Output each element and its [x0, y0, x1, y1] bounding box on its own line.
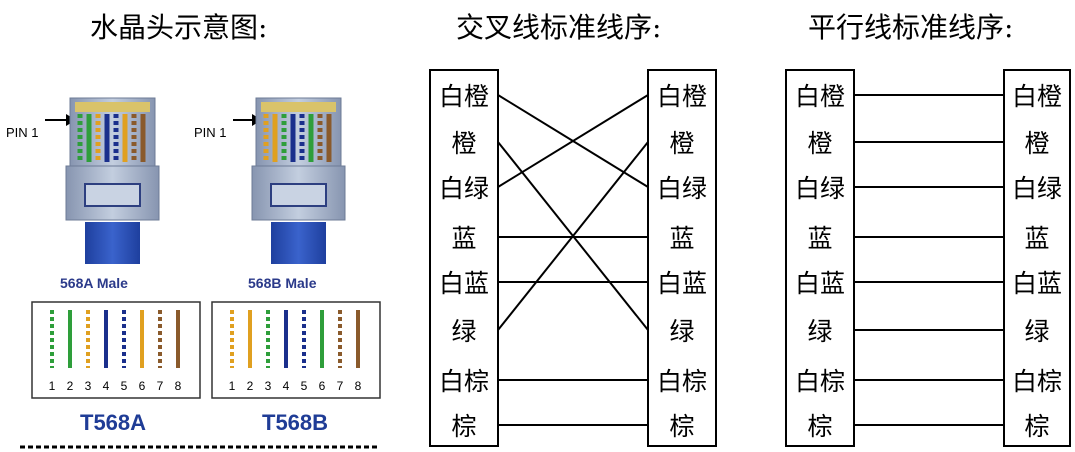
straight-right-wire-label: 白橙 — [1012, 82, 1062, 111]
crossover-title: 交叉线标准线序: — [456, 11, 662, 44]
pin-number-b: 6 — [319, 379, 326, 393]
pin-number-b: 5 — [301, 379, 308, 393]
pinout-wires-a — [50, 310, 180, 368]
pin-number-a: 4 — [103, 379, 110, 393]
pin-number-b: 7 — [337, 379, 344, 393]
plug-boot-a — [85, 222, 140, 264]
pin-number-a: 1 — [49, 379, 56, 393]
crossover-left-wire-label: 白绿 — [439, 174, 489, 203]
crossover-right-box — [647, 69, 717, 447]
straight-wires — [854, 94, 1004, 426]
plug-boot-b — [271, 222, 326, 264]
straight-right-wire-label: 白蓝 — [1012, 269, 1062, 298]
crossover-right-wire-label: 白绿 — [657, 174, 707, 203]
pinout-box-b — [211, 301, 381, 399]
plug-latch-b — [270, 183, 327, 207]
crossover-wires — [497, 94, 649, 426]
standard-label-a: T568A — [80, 410, 146, 435]
crossover-left-box — [429, 69, 499, 447]
plug-wires-b — [263, 114, 332, 162]
straight-left-wire-label: 白绿 — [795, 174, 845, 203]
crossover-right-wire-label: 绿 — [669, 317, 694, 346]
crossover-left-wire-label: 白棕 — [439, 367, 489, 396]
crossover-right-wire-label: 白蓝 — [657, 269, 707, 298]
straight-left-wire-label: 棕 — [807, 412, 832, 441]
pin-number-a: 7 — [157, 379, 164, 393]
pin-number-a: 5 — [121, 379, 128, 393]
crossover-left-wire-label: 橙 — [451, 129, 476, 158]
straight-right-wire-label: 蓝 — [1024, 224, 1049, 253]
pin-number-b: 4 — [283, 379, 290, 393]
straight-left-wire-label: 白蓝 — [795, 269, 845, 298]
pin-number-a: 8 — [175, 379, 182, 393]
crossover-left-wire-label: 蓝 — [451, 224, 476, 253]
pin1-label-a: PIN 1 — [6, 125, 39, 140]
male-label-b: 568B Male — [248, 275, 317, 291]
crossover-right-wire-label: 白棕 — [657, 367, 707, 396]
crossover-right-wire-label: 橙 — [669, 129, 694, 158]
pin-number-a: 2 — [67, 379, 74, 393]
crossover-wire — [497, 94, 649, 188]
crossover-right-wire-label: 棕 — [669, 412, 694, 441]
crossover-left-wire-label: 棕 — [451, 412, 476, 441]
pin-number-b: 1 — [229, 379, 236, 393]
plug-wires-a — [77, 114, 146, 162]
connector-title: 水晶头示意图: — [90, 11, 268, 44]
pin-number-a: 3 — [85, 379, 92, 393]
straight-left-box — [785, 69, 855, 447]
pin-number-b: 2 — [247, 379, 254, 393]
pin-number-a: 6 — [139, 379, 146, 393]
male-label-a: 568A Male — [60, 275, 128, 291]
straight-left-wire-label: 绿 — [807, 317, 832, 346]
straight-right-box — [1003, 69, 1071, 447]
contacts-a — [75, 102, 150, 112]
pin1-label-b: PIN 1 — [194, 125, 227, 140]
straight-right-wire-label: 白绿 — [1012, 174, 1062, 203]
straight-right-wire-label: 橙 — [1024, 129, 1049, 158]
standard-label-b: T568B — [262, 410, 328, 435]
pin-number-b: 3 — [265, 379, 272, 393]
crossover-right-wire-label: 蓝 — [669, 224, 694, 253]
plug-568b: PIN 1 568B Male — [194, 97, 346, 291]
straight-right-wire-label: 白棕 — [1012, 367, 1062, 396]
straight-left-wire-label: 白橙 — [795, 82, 845, 111]
crossover-right-wire-label: 白橙 — [657, 82, 707, 111]
plug-568a: PIN 1 568A Male — [6, 97, 160, 291]
straight-left-wire-label: 橙 — [807, 129, 832, 158]
contacts-b — [261, 102, 336, 112]
crossover-wire — [497, 141, 649, 331]
crossover-left-wire-label: 白橙 — [439, 82, 489, 111]
pin-number-b: 8 — [355, 379, 362, 393]
straight-left-wire-label: 蓝 — [807, 224, 832, 253]
plug-latch-a — [84, 183, 141, 207]
straight-title: 平行线标准线序: — [808, 11, 1014, 44]
crossover-left-wire-label: 白蓝 — [439, 269, 489, 298]
straight-right-wire-label: 绿 — [1024, 317, 1049, 346]
crossover-left-wire-label: 绿 — [451, 317, 476, 346]
straight-right-wire-label: 棕 — [1024, 412, 1049, 441]
straight-left-wire-label: 白棕 — [795, 367, 845, 396]
pinout-box-a — [31, 301, 201, 399]
pinout-wires-b — [230, 310, 360, 368]
